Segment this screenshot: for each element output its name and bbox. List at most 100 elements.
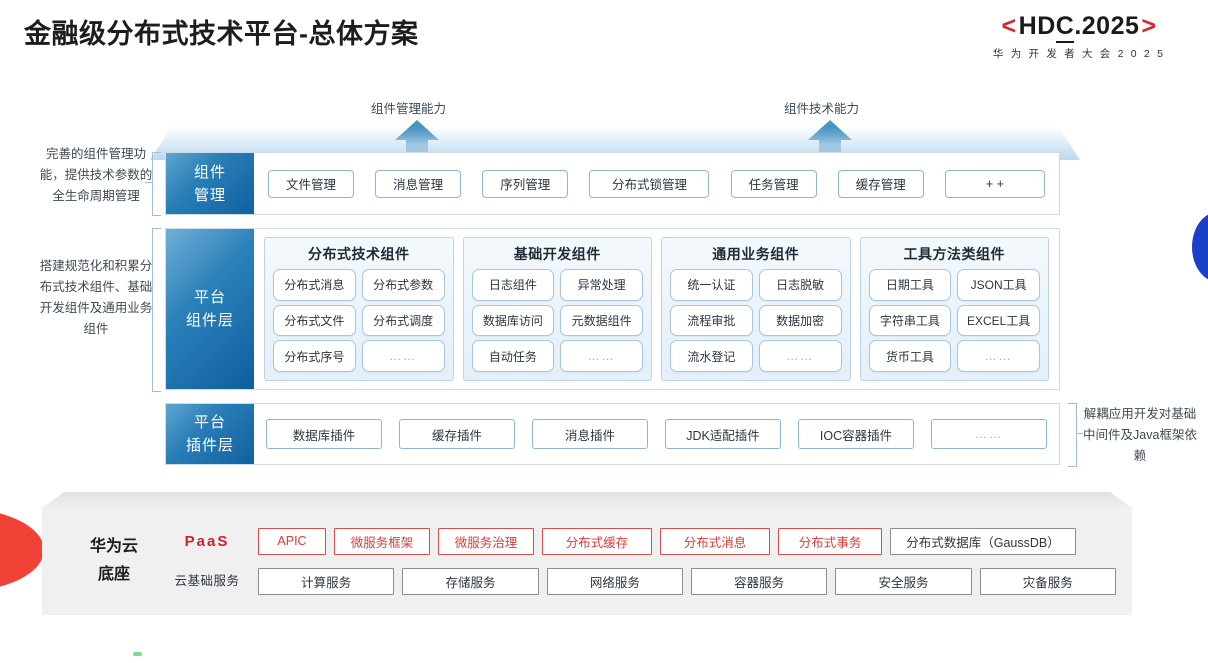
component-item[interactable]: 货币工具 xyxy=(868,340,952,372)
plugin-item[interactable]: 缓存插件 xyxy=(399,419,515,449)
page-title: 金融级分布式技术平台-总体方案 xyxy=(24,19,419,49)
cloud-service-chip[interactable]: 安全服务 xyxy=(835,567,972,595)
paas-service-chip[interactable]: 微服务治理 xyxy=(438,527,534,555)
component-item[interactable]: EXCEL工具 xyxy=(957,304,1040,337)
component-item[interactable]: 流水登记 xyxy=(670,340,753,372)
paas-service-chip[interactable]: 微服务框架 xyxy=(334,527,430,555)
component-item[interactable]: 日志脱敏 xyxy=(758,269,842,301)
bracket-stub-left-bottom xyxy=(145,308,152,310)
plugin-item[interactable]: …… xyxy=(931,419,1047,449)
bracket-stub-right xyxy=(1076,433,1083,435)
paas-service-chip[interactable]: 分布式事务 xyxy=(778,527,882,555)
component-item[interactable]: …… xyxy=(758,340,842,372)
component-item[interactable]: 异常处理 xyxy=(560,269,643,301)
component-item[interactable]: 日期工具 xyxy=(868,269,952,301)
plugin-item[interactable]: IOC容器插件 xyxy=(798,419,914,449)
component-item[interactable]: 字符串工具 xyxy=(868,304,952,337)
cloud-service-chip[interactable]: 计算服务 xyxy=(258,567,395,595)
component-item[interactable]: 数据加密 xyxy=(758,304,842,337)
arrow-caption-left: 组件管理能力 xyxy=(371,102,447,116)
plugin-item[interactable]: JDK适配插件 xyxy=(665,419,781,449)
component-management-item[interactable]: 消息管理 xyxy=(375,169,462,198)
component-item[interactable]: 流程审批 xyxy=(670,304,753,337)
hdc-logo-subtitle: 华 为 开 发 者 大 会 2 0 2 5 xyxy=(992,48,1166,60)
component-management-item[interactable]: 分布式锁管理 xyxy=(589,169,710,198)
component-group-title: 通用业务组件 xyxy=(712,246,800,262)
component-group-title: 工具方法类组件 xyxy=(903,246,1005,262)
paas-service-chip[interactable]: 分布式数据库（GaussDB） xyxy=(890,527,1076,555)
component-item[interactable]: 统一认证 xyxy=(670,269,753,301)
logo-letter-h: H xyxy=(1018,12,1038,40)
bracket-left-bottom xyxy=(152,228,161,392)
cloud-service-chip[interactable]: 灾备服务 xyxy=(979,567,1116,595)
green-marker-decoration xyxy=(133,652,142,656)
component-group-grid: 日志组件异常处理数据库访问元数据组件自动任务…… xyxy=(471,269,643,372)
component-group-title: 分布式技术组件 xyxy=(308,246,410,262)
base-rows: APIC 微服务框架微服务治理分布式缓存分布式消息分布式事务分布式数据库（Gaus… xyxy=(250,527,1116,595)
paas-service-chip[interactable]: APIC xyxy=(258,527,326,555)
component-management-item[interactable]: 缓存管理 xyxy=(837,169,924,198)
component-group: 通用业务组件统一认证日志脱敏流程审批数据加密流水登记…… xyxy=(661,237,851,381)
blue-lens-decoration xyxy=(1192,212,1208,282)
component-item[interactable]: 日志组件 xyxy=(471,269,555,301)
component-management-item[interactable]: 序列管理 xyxy=(482,169,569,198)
row-label-component-management: 组件 管理 xyxy=(166,153,254,214)
logo-year: .2025 xyxy=(1074,12,1140,40)
cloud-service-chip[interactable]: 存储服务 xyxy=(402,567,539,595)
component-group: 分布式技术组件分布式消息分布式参数分布式文件分布式调度分布式序号…… xyxy=(264,237,454,381)
component-group-title: 基础开发组件 xyxy=(513,246,601,262)
cloud-service-chip[interactable]: 容器服务 xyxy=(690,567,828,595)
note-left-top: 完善的组件管理功能，提供技术参数的全生命周期管理 xyxy=(39,147,153,203)
component-item[interactable]: …… xyxy=(361,340,445,372)
component-item[interactable]: …… xyxy=(957,340,1040,372)
cloud-service-chip[interactable]: 网络服务 xyxy=(546,567,683,595)
component-item[interactable]: 分布式参数 xyxy=(361,269,445,301)
component-item[interactable]: 分布式消息 xyxy=(273,269,356,301)
component-management-item[interactable]: 文件管理 xyxy=(268,169,354,198)
plugin-item[interactable]: 消息插件 xyxy=(532,419,648,449)
arrow-caption-right: 组件技术能力 xyxy=(784,102,860,116)
note-right: 解耦应用开发对基础中间件及Java框架依赖 xyxy=(1083,407,1197,463)
component-group-grid: 统一认证日志脱敏流程审批数据加密流水登记…… xyxy=(670,269,842,372)
note-left-bottom: 搭建规范化和积累分布式技术组件、基础开发组件及通用业务组件 xyxy=(39,259,153,336)
component-management-item[interactable]: + + xyxy=(944,169,1045,198)
base-category-labels: PaaS 云基础服务 xyxy=(164,528,250,595)
row-body-component-management: 文件管理消息管理序列管理分布式锁管理任务管理缓存管理 + + xyxy=(254,153,1059,214)
row-platform-plugin-layer: 平台 插件层 数据库插件缓存插件消息插件 JDK适配插件 IOC容器插件 …… xyxy=(165,403,1060,465)
component-item[interactable]: 自动任务 xyxy=(471,340,555,372)
hdc-logo: <HDC.2025> 华 为 开 发 者 大 会 2 0 2 5 xyxy=(964,12,1194,61)
row-label-platform-plugin-layer: 平台 插件层 xyxy=(166,404,254,464)
red-wedge-decoration xyxy=(0,508,44,592)
row-label-platform-component-layer: 平台 组件层 xyxy=(166,229,254,389)
component-item[interactable]: 分布式调度 xyxy=(361,304,445,337)
paas-label: PaaS xyxy=(184,532,230,550)
component-item[interactable]: JSON工具 xyxy=(957,269,1040,301)
logo-bracket-left-icon: < xyxy=(1001,12,1017,40)
cloud-service-row: 计算服务存储服务网络服务容器服务安全服务灾备服务 xyxy=(258,567,1116,595)
cloud-service-label: 云基础服务 xyxy=(174,573,240,588)
plugin-item[interactable]: 数据库插件 xyxy=(266,419,382,449)
component-management-item[interactable]: 任务管理 xyxy=(730,169,817,198)
component-item[interactable]: 元数据组件 xyxy=(560,304,643,337)
component-item[interactable]: 分布式文件 xyxy=(273,304,356,337)
base-title: 华为云 底座 xyxy=(89,538,138,583)
paas-service-chip[interactable]: 分布式缓存 xyxy=(542,527,652,555)
component-item[interactable]: 分布式序号 xyxy=(273,340,356,372)
logo-bracket-right-icon: > xyxy=(1141,12,1157,40)
row-component-management: 组件 管理 文件管理消息管理序列管理分布式锁管理任务管理缓存管理 + + xyxy=(165,152,1060,215)
component-item[interactable]: …… xyxy=(560,340,643,372)
hdc-logo-main: <HDC.2025> xyxy=(964,12,1194,43)
paas-item-row: APIC 微服务框架微服务治理分布式缓存分布式消息分布式事务分布式数据库（Gaus… xyxy=(258,527,1116,555)
bracket-stub-left-top xyxy=(145,182,152,184)
component-item[interactable]: 数据库访问 xyxy=(471,304,555,337)
component-group-grid: 分布式消息分布式参数分布式文件分布式调度分布式序号…… xyxy=(273,269,445,372)
bracket-right xyxy=(1068,403,1077,467)
row-body-platform-plugin-layer: 数据库插件缓存插件消息插件 JDK适配插件 IOC容器插件 …… xyxy=(254,404,1059,464)
paas-service-chip[interactable]: 分布式消息 xyxy=(660,527,770,555)
row-platform-component-layer: 平台 组件层 分布式技术组件分布式消息分布式参数分布式文件分布式调度分布式序号…… xyxy=(165,228,1060,390)
row-body-platform-component-layer: 分布式技术组件分布式消息分布式参数分布式文件分布式调度分布式序号……基础开发组件… xyxy=(254,229,1059,389)
